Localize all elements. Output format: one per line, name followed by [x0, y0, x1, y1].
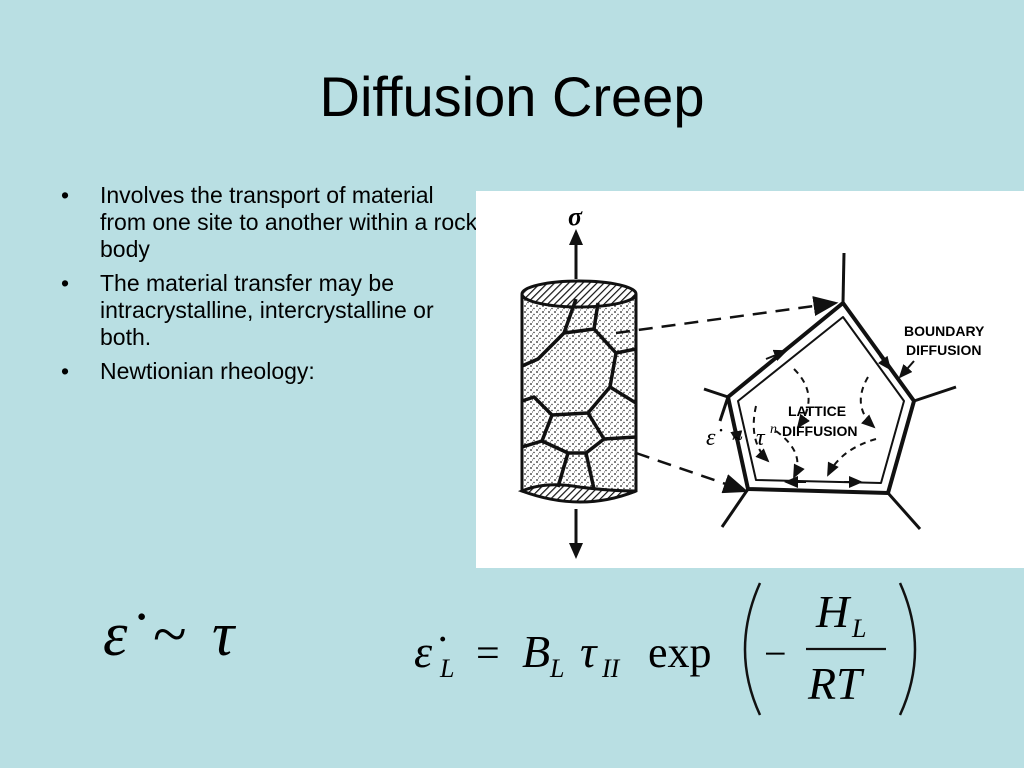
bullet-glyph: •	[61, 182, 70, 208]
bullet-list: • Involves the transport of material fro…	[58, 182, 478, 392]
eq-tilde: ~	[152, 601, 187, 669]
stress-arrow-down	[569, 509, 583, 559]
overlay-formula: ε̇ ~ τ n	[706, 422, 777, 451]
eq-tau-full: τ	[580, 626, 598, 677]
eq-left-paren	[743, 582, 762, 716]
overlay-epsilon: ε̇	[706, 425, 722, 451]
equation-flow-law: ε̇ L = B L τ II exp − H L RT	[408, 575, 928, 725]
boundary-diffusion-arrows	[730, 349, 892, 488]
boundary-diffusion-label-2: DIFFUSION	[906, 342, 981, 358]
lattice-diffusion-label-1: LATTICE	[788, 403, 846, 419]
lattice-diffusion-arrows	[752, 368, 877, 479]
stress-arrow-up	[569, 229, 583, 279]
overlay-tau: τ	[756, 425, 766, 451]
flow-law-svg: ε̇ L = B L τ II exp − H L RT	[414, 582, 917, 716]
bullet-item: • Involves the transport of material fro…	[58, 182, 478, 263]
rock-cylinder	[517, 279, 638, 504]
eq-minus: −	[764, 631, 787, 676]
figure-drawing: σ	[517, 202, 985, 559]
eq-tau: τ	[211, 601, 235, 669]
bullet-item: • Newtionian rheology:	[58, 358, 478, 385]
lattice-diffusion-label-2: DIFFUSION	[782, 423, 857, 439]
equation-simple: ε̇ ~ τ	[103, 600, 234, 670]
bullet-text: The material transfer may be intracrysta…	[100, 270, 434, 350]
grain-pentagon	[703, 252, 957, 530]
diffusion-creep-figure: σ	[476, 191, 1024, 568]
eq-H: H	[815, 586, 852, 637]
eq-epsilon: ε̇	[103, 601, 128, 669]
slide-title: Diffusion Creep	[319, 65, 705, 128]
eq-RT: RT	[807, 658, 865, 709]
eq-B-sub: L	[549, 654, 564, 683]
overlay-tilde: ~	[732, 428, 743, 450]
bullet-text: Newtionian rheology:	[100, 358, 315, 384]
eq-exp: exp	[648, 628, 712, 677]
overlay-exponent: n	[770, 422, 777, 437]
eq-tau-sub: II	[601, 654, 621, 683]
eq-B: B	[522, 626, 550, 677]
eq-H-sub: L	[851, 614, 866, 643]
bullet-item: • The material transfer may be intracrys…	[58, 270, 478, 351]
bullet-glyph: •	[61, 358, 70, 384]
bullet-text: Involves the transport of material from …	[100, 182, 478, 262]
projection-lines	[615, 296, 839, 494]
boundary-diffusion-label-1: BOUNDARY	[904, 323, 985, 339]
bullet-glyph: •	[61, 270, 70, 296]
eq-epsilon-sub: L	[439, 654, 454, 683]
eq-equals: =	[476, 631, 500, 677]
boundary-pointer	[898, 360, 915, 379]
sigma-label: σ	[568, 202, 583, 231]
eq-right-paren	[898, 582, 917, 716]
